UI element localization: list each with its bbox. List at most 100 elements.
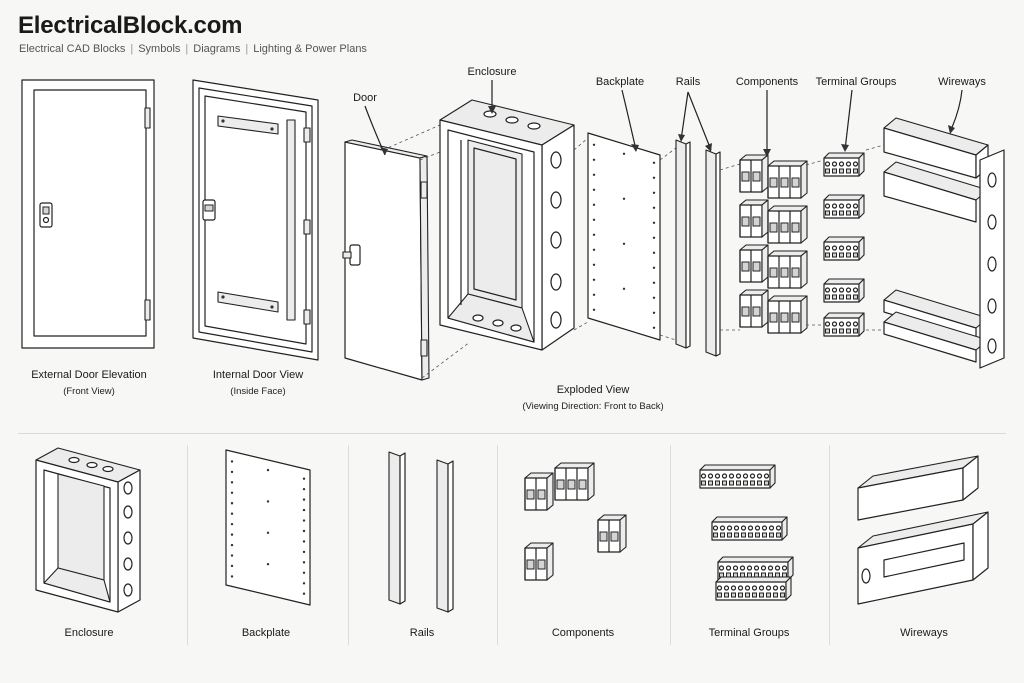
backplate-mounting-hole	[230, 575, 234, 578]
circuit-breaker-block	[554, 462, 595, 501]
tagline-separator: |	[130, 43, 134, 55]
backplate-mounting-hole	[592, 173, 596, 176]
tagline-item: Electrical CAD Blocks	[19, 43, 126, 55]
backplate-mounting-hole	[266, 500, 270, 503]
backplate-mounting-hole	[302, 550, 306, 554]
circuit-breaker-block	[767, 160, 808, 199]
backplate-mounting-hole	[592, 248, 596, 251]
backplate-mounting-hole	[302, 529, 306, 533]
external-door-drawing	[21, 79, 155, 349]
bottom-rails-drawing	[388, 451, 454, 613]
circuit-breaker-block	[739, 154, 769, 193]
backplate-mounting-hole	[266, 562, 270, 566]
external-door-subtitle: (Front View)	[63, 386, 115, 397]
backplate-mounting-hole	[230, 522, 234, 526]
backplate-mounting-hole	[652, 236, 656, 239]
callout-terminal-groups: Terminal Groups	[815, 76, 897, 88]
terminal-block-group	[823, 194, 865, 219]
backplate-mounting-hole	[592, 188, 596, 191]
backplate-mounting-hole	[230, 512, 234, 515]
internal-door-subtitle: (Inside Face)	[230, 386, 286, 397]
backplate-mounting-hole	[592, 308, 596, 311]
bottom-enclosure-drawing	[35, 447, 141, 613]
bottom-components-drawing	[524, 462, 627, 581]
terminal-block-group	[715, 576, 792, 601]
exploded-backplate-drawing	[587, 132, 661, 341]
backplate-mounting-hole	[652, 281, 656, 284]
terminal-block-group	[717, 556, 794, 581]
backplate-mounting-hole	[302, 519, 306, 522]
backplate-mounting-hole	[302, 487, 306, 491]
tagline-item: Diagrams	[193, 43, 241, 55]
backplate-mounting-hole	[652, 266, 656, 269]
backplate-mounting-hole	[592, 233, 596, 236]
backplate-mounting-hole	[592, 293, 596, 296]
internal-door-title: Internal Door View	[212, 369, 304, 381]
circuit-breaker-block	[767, 295, 808, 334]
circuit-breaker-block	[524, 472, 554, 511]
backplate-mounting-hole	[230, 554, 234, 557]
exploded-door-drawing	[342, 139, 430, 381]
backplate-mounting-hole	[302, 592, 306, 595]
terminal-block-group	[823, 278, 865, 303]
backplate-mounting-hole	[302, 571, 306, 575]
callout-leaders	[364, 80, 963, 157]
exploded-components-drawing	[739, 154, 808, 334]
backplate-mounting-hole	[230, 533, 234, 536]
backplate-mounting-hole	[652, 251, 656, 254]
exploded-view-subtitle: (Viewing Direction: Front to Back)	[522, 401, 664, 412]
backplate-mounting-hole	[230, 491, 234, 495]
terminal-block-group	[699, 464, 776, 489]
circuit-breaker-block	[739, 199, 769, 238]
backplate-mounting-hole	[230, 470, 234, 474]
backplate-mounting-hole	[266, 531, 270, 535]
backplate-mounting-hole	[622, 287, 626, 290]
column-separator	[829, 445, 830, 645]
backplate-mounting-hole	[230, 481, 234, 484]
backplate-mounting-hole	[302, 498, 306, 501]
backplate-mounting-hole	[652, 296, 656, 299]
backplate-mounting-hole	[302, 561, 306, 564]
exploded-terminal-groups-drawing	[823, 152, 865, 337]
exploded-view-title: Exploded View	[556, 384, 630, 396]
circuit-breaker-block	[767, 205, 808, 244]
backplate-mounting-hole	[230, 502, 234, 505]
tagline: Electrical CAD Blocks|Symbols|Diagrams|L…	[19, 43, 367, 55]
backplate-mounting-hole	[230, 460, 234, 463]
terminal-block-group	[711, 516, 788, 541]
circuit-breaker-block	[767, 250, 808, 289]
bottom-label-enclosure: Enclosure	[64, 627, 114, 639]
backplate-mounting-hole	[302, 540, 306, 543]
callout-door: Door	[353, 92, 377, 104]
circuit-breaker-block	[739, 244, 769, 283]
bottom-terminal-groups-drawing	[699, 464, 794, 601]
tagline-separator: |	[245, 43, 249, 55]
tagline-separator: |	[185, 43, 189, 55]
brand-title: ElectricalBlock.com	[18, 12, 243, 39]
terminal-block-group	[823, 152, 865, 177]
backplate-mounting-hole	[266, 468, 270, 472]
column-separator	[497, 445, 498, 645]
circuit-breaker-block	[524, 542, 554, 581]
backplate-mounting-hole	[302, 508, 306, 512]
backplate-mounting-hole	[652, 176, 656, 179]
backplate-mounting-hole	[230, 543, 234, 547]
backplate-mounting-hole	[652, 221, 656, 224]
bottom-label-backplate: Backplate	[241, 627, 291, 639]
circuit-breaker-block	[597, 514, 627, 553]
backplate-mounting-hole	[592, 263, 596, 266]
bottom-label-terminal-groups: Terminal Groups	[708, 627, 790, 639]
exploded-enclosure-drawing	[439, 99, 575, 351]
backplate-mounting-hole	[652, 311, 656, 314]
column-separator	[348, 445, 349, 645]
exploded-wireways-drawing	[883, 117, 1005, 369]
backplate-mounting-hole	[592, 278, 596, 281]
backplate-mounting-hole	[592, 158, 596, 161]
callout-rails: Rails	[675, 76, 701, 88]
bottom-backplate-drawing	[225, 449, 311, 606]
callout-enclosure: Enclosure	[467, 66, 517, 78]
backplate-mounting-hole	[230, 564, 234, 568]
bottom-label-wireways: Wireways	[900, 627, 948, 639]
column-separator	[670, 445, 671, 645]
